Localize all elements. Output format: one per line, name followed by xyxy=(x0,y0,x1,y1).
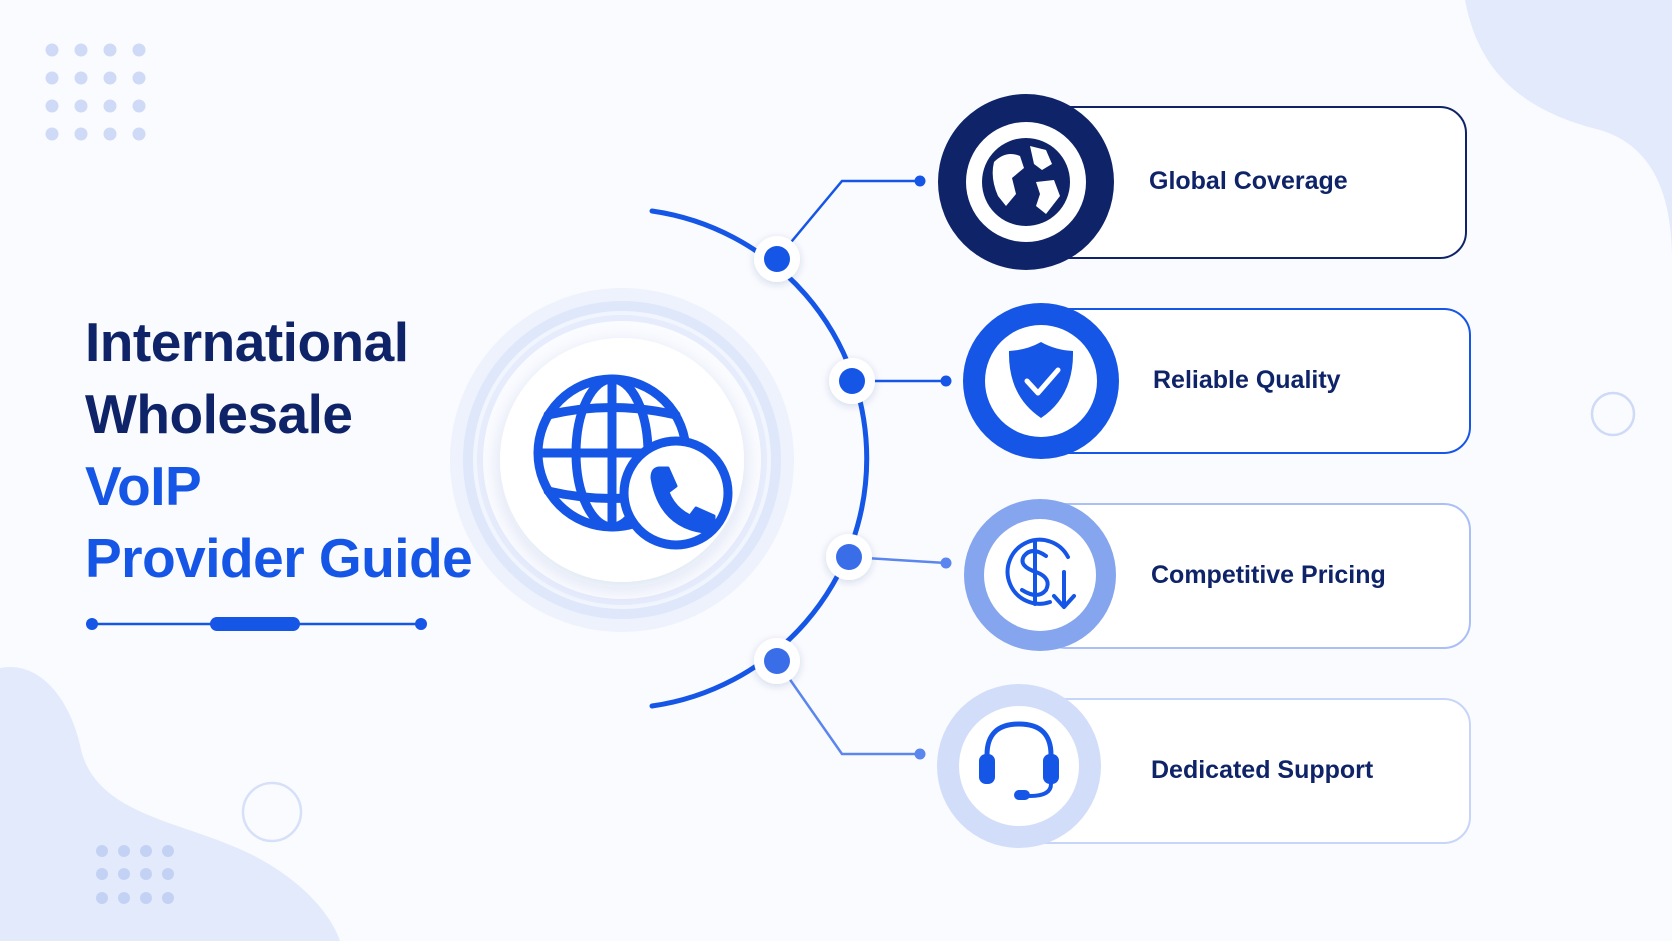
dot-grid-bottom-left xyxy=(96,845,174,904)
decor-ring-bottom-left xyxy=(241,781,303,843)
page-title: International Wholesale VoIP Provider Gu… xyxy=(85,306,473,594)
connector-arc xyxy=(649,208,870,709)
feature-card-reliable-quality xyxy=(963,303,1471,459)
connector-lines xyxy=(775,179,947,756)
shield-check-icon xyxy=(1008,342,1074,418)
central-hub xyxy=(450,288,794,632)
feature-card-dedicated-support xyxy=(937,684,1471,848)
arc-node-3 xyxy=(826,534,872,580)
title-line-2: Wholesale xyxy=(85,383,353,445)
title-underline xyxy=(86,617,427,631)
top-right-blob xyxy=(1465,0,1672,260)
connector-end-dots xyxy=(914,175,952,760)
title-line-3: VoIP xyxy=(85,455,202,517)
dot-grid-top-left xyxy=(45,43,146,141)
dollar-down-icon xyxy=(1005,537,1076,609)
decor-ring-right xyxy=(1590,391,1636,437)
feature-label-global-coverage: Global Coverage xyxy=(1149,167,1348,195)
feature-label-reliable-quality: Reliable Quality xyxy=(1153,366,1341,394)
feature-label-dedicated-support: Dedicated Support xyxy=(1151,756,1374,784)
feature-card-competitive-pricing xyxy=(964,499,1471,651)
headset-icon xyxy=(979,721,1059,800)
arc-node-4 xyxy=(754,638,800,684)
arc-node-1 xyxy=(754,236,800,282)
feature-card-global-coverage xyxy=(938,94,1467,270)
globe-icon xyxy=(982,138,1070,226)
feature-label-competitive-pricing: Competitive Pricing xyxy=(1151,561,1386,589)
bottom-left-blob xyxy=(0,666,340,941)
arc-node-2 xyxy=(829,358,875,404)
arc-nodes xyxy=(754,236,875,684)
globe-phone-icon xyxy=(533,374,733,550)
title-line-4: Provider Guide xyxy=(85,527,473,589)
title-line-1: International xyxy=(85,311,409,373)
